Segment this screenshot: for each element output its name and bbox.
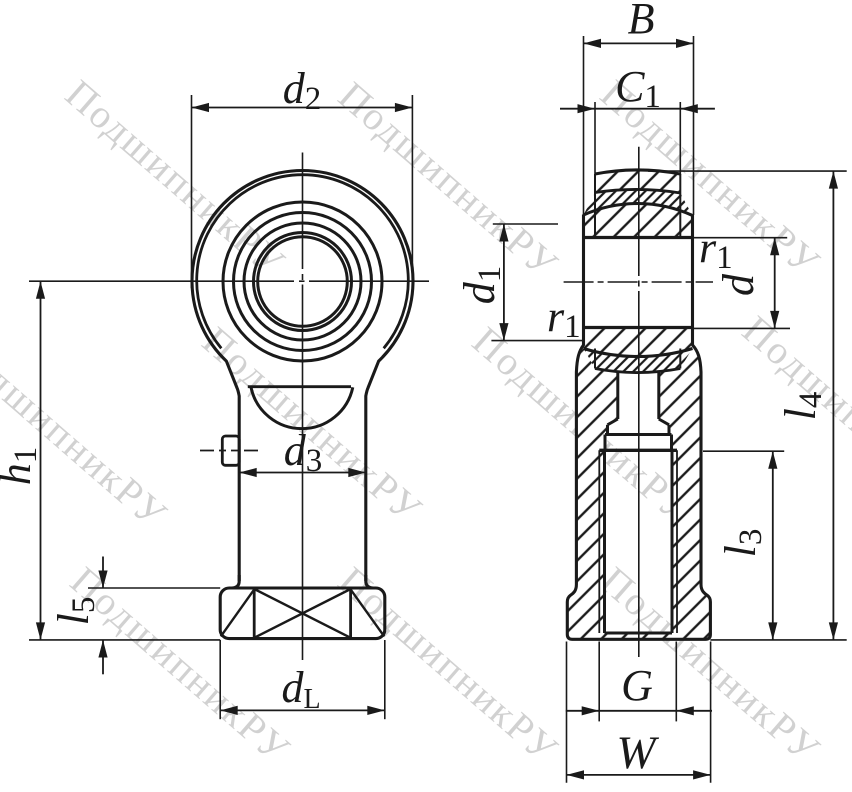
svg-text:d: d <box>714 273 763 296</box>
svg-text:G: G <box>621 661 653 710</box>
svg-text:h1: h1 <box>0 447 44 486</box>
svg-text:r1: r1 <box>699 223 733 276</box>
svg-text:B: B <box>628 0 655 43</box>
svg-text:W: W <box>616 727 659 779</box>
